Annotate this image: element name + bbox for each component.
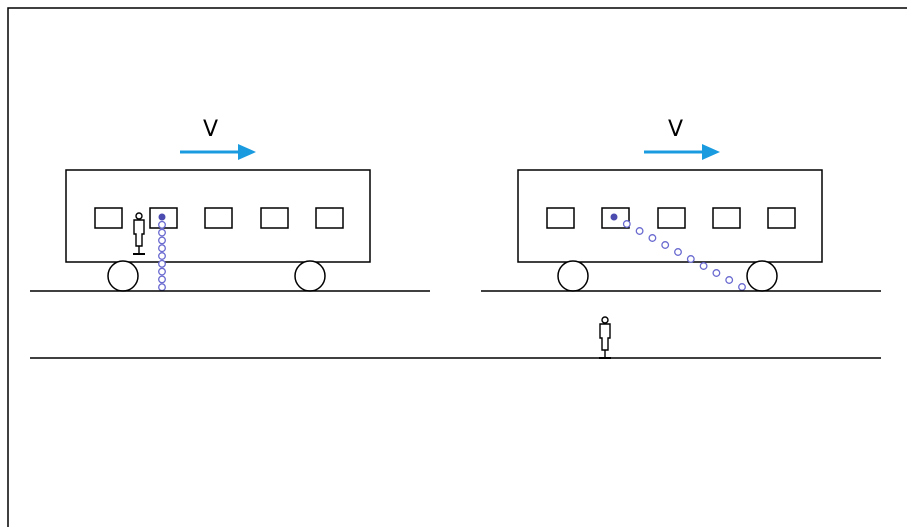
trajectory-dot (712, 269, 721, 277)
observer-on-train-icon (133, 212, 145, 255)
train-car-left (65, 169, 371, 263)
velocity-arrow-left (180, 144, 256, 160)
trajectory-dot (158, 267, 166, 276)
window (260, 207, 289, 229)
windows-right (546, 207, 796, 229)
panel-right: V (481, 117, 881, 292)
window (657, 207, 686, 229)
trajectory-dot (158, 220, 166, 229)
trajectory-dot (158, 283, 166, 292)
train-car-right (517, 169, 823, 263)
trajectory-dot (158, 236, 166, 245)
window (204, 207, 233, 229)
window (315, 207, 344, 229)
ball-trajectory-diagonal (622, 220, 746, 291)
trajectory-dot (158, 244, 166, 253)
trajectory-dot (738, 283, 746, 291)
trajectory-dot (158, 275, 166, 284)
panel-left: V (30, 117, 430, 292)
velocity-label-right: V (668, 117, 683, 142)
trajectory-dot (158, 252, 166, 260)
velocity-label-left: V (203, 117, 218, 142)
trajectory-dot (699, 262, 708, 270)
trajectory-dot (725, 276, 734, 284)
trajectory-dot (635, 227, 644, 235)
ball-right (610, 213, 618, 221)
window (601, 207, 630, 229)
trajectory-dot (622, 220, 631, 228)
window (767, 207, 796, 229)
trajectory-dot (661, 241, 670, 249)
trajectory-dot (674, 248, 682, 256)
trajectory-dot (648, 234, 657, 242)
ball-left (158, 213, 166, 221)
window (94, 207, 123, 229)
ball-trajectory-vertical (158, 220, 166, 292)
velocity-arrow-right (644, 144, 720, 160)
wheel-left-rear (294, 260, 326, 292)
wheel-right-front (557, 260, 589, 292)
trajectory-dot (686, 255, 695, 263)
wheel-left-front (107, 260, 139, 292)
trajectory-dot (158, 259, 166, 268)
window (546, 207, 575, 229)
wheel-right-rear (746, 260, 778, 292)
observer-on-ground-icon (599, 316, 611, 359)
figure-frame (7, 7, 907, 527)
trajectory-dot (158, 228, 166, 237)
window (712, 207, 741, 229)
